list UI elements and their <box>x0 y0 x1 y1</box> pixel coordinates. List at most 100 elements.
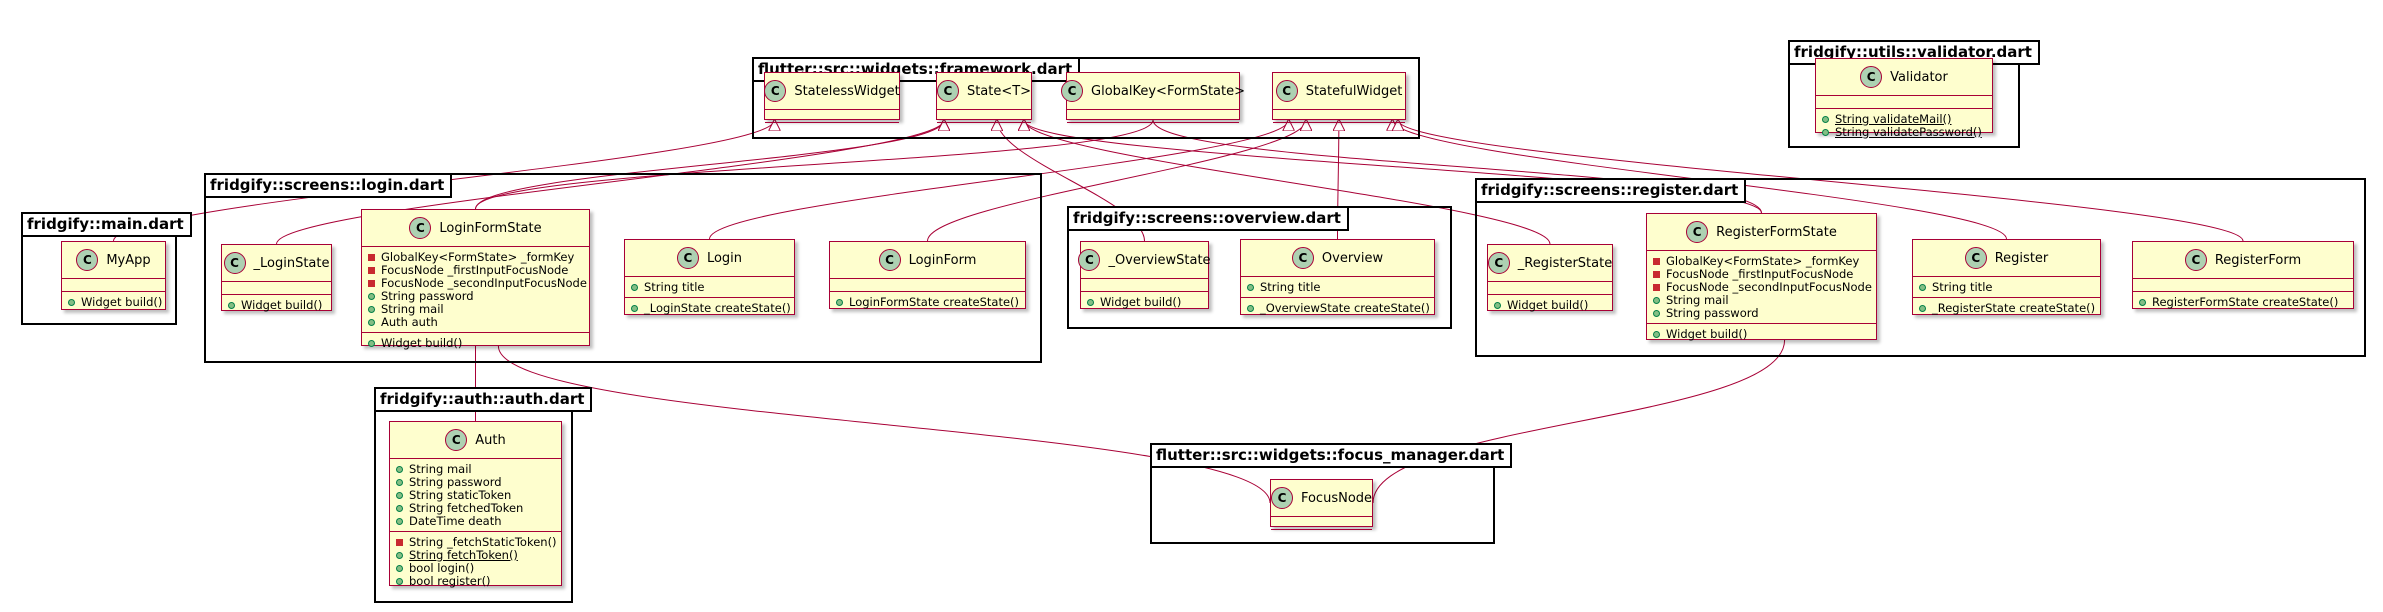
method: bool login() <box>396 562 555 575</box>
methods-section <box>1067 122 1239 135</box>
method-text: RegisterFormState createState() <box>2152 295 2339 309</box>
methods-section: Widget build() <box>62 291 165 312</box>
attribute: String password <box>396 476 555 489</box>
attribute-text: String mail <box>1666 293 1729 307</box>
class-badge-icon: C <box>1964 247 1987 269</box>
public-visibility-icon <box>396 479 403 486</box>
inheritance-edge <box>709 120 1289 240</box>
private-visibility-icon <box>1653 271 1660 278</box>
class-name: LoginForm <box>908 252 977 268</box>
attribute: String password <box>368 290 583 303</box>
method-text: _OverviewState createState() <box>1260 301 1430 315</box>
public-visibility-icon <box>368 340 375 347</box>
attribute-text: GlobalKey<FormState> _formKey <box>381 250 575 264</box>
attribute: String mail <box>368 303 583 316</box>
methods-section: RegisterFormState createState() <box>2133 291 2353 312</box>
attribute-text: String mail <box>409 462 472 476</box>
attribute-text: FocusNode _secondInputFocusNode <box>1666 280 1872 294</box>
attribute-text: GlobalKey<FormState> _formKey <box>1666 254 1860 268</box>
methods-section: Widget build() <box>222 294 331 315</box>
class-stateful-widget: C StatefulWidget <box>1272 72 1406 123</box>
attribute: String mail <box>1653 294 1870 307</box>
method-text: Widget build() <box>381 336 463 350</box>
public-visibility-icon <box>1494 302 1501 309</box>
public-visibility-icon <box>396 578 403 585</box>
class-badge-icon: C <box>223 252 246 274</box>
class-name: Register <box>1994 250 2049 266</box>
package-title: fridgify::screens::register.dart <box>1475 178 1747 203</box>
public-visibility-icon <box>631 284 638 291</box>
attributes-section <box>1816 95 1992 108</box>
class-badge-icon: C <box>1860 66 1883 88</box>
class-header: C_LoginState <box>222 245 331 281</box>
method-text: String _fetchStaticToken() <box>409 535 557 549</box>
method: String validatePassword() <box>1822 126 1986 139</box>
method-text: Widget build() <box>241 298 323 312</box>
private-visibility-icon <box>368 280 375 287</box>
attributes-section <box>222 281 331 294</box>
class-header: C LoginForm <box>830 242 1025 278</box>
attribute: String fetchedToken <box>396 502 555 515</box>
public-visibility-icon <box>1919 284 1926 291</box>
attribute-text: String title <box>1260 280 1321 294</box>
methods-section: _OverviewState createState() <box>1241 297 1434 318</box>
methods-section: Widget build() <box>1647 323 1876 344</box>
attribute: String staticToken <box>396 489 555 502</box>
package-title: flutter::src::widgets::focus_manager.dar… <box>1150 443 1513 468</box>
public-visibility-icon <box>396 552 403 559</box>
package-title: fridgify::screens::overview.dart <box>1067 206 1349 231</box>
class-name: StatefulWidget <box>1305 83 1403 99</box>
method: _LoginState createState() <box>631 302 791 315</box>
method: _OverviewState createState() <box>1247 301 1430 315</box>
class-name: RegisterFormState <box>1716 224 1837 240</box>
public-visibility-icon <box>1653 331 1660 338</box>
class-header: C_OverviewState <box>1078 242 1211 278</box>
public-visibility-icon <box>396 466 403 473</box>
aggregation-edge <box>470 119 1154 220</box>
private-visibility-icon <box>1653 258 1660 265</box>
attribute-text: String password <box>381 289 474 303</box>
method: bool register() <box>396 575 555 588</box>
method-text: _RegisterState createState() <box>1932 301 2096 315</box>
class-badge-icon: C <box>1275 80 1298 102</box>
method-text: Widget build() <box>1507 298 1589 312</box>
class-name: FocusNode <box>1300 490 1373 506</box>
attributes-section <box>1067 109 1239 122</box>
public-visibility-icon <box>1087 299 1094 306</box>
attributes-section <box>62 278 165 291</box>
public-visibility-icon <box>68 299 75 306</box>
package-overview: fridgify::screens::overview.dart <box>1067 206 1452 329</box>
class-badge-icon: C <box>878 249 901 271</box>
class-name: Overview <box>1321 250 1384 266</box>
attribute-text: String password <box>1666 306 1759 320</box>
methods-section <box>1271 529 1372 542</box>
attributes-section <box>1081 278 1208 291</box>
methods-section: Widget build() <box>362 332 589 353</box>
methods-section <box>937 122 1031 135</box>
method: Widget build() <box>68 296 162 309</box>
attribute: String password <box>1653 307 1870 320</box>
attribute-text: String mail <box>381 302 444 316</box>
public-visibility-icon <box>1822 116 1829 123</box>
public-visibility-icon <box>368 293 375 300</box>
attribute: FocusNode _firstInputFocusNode <box>1653 268 1870 281</box>
class-name: GlobalKey<FormState> <box>1091 83 1245 99</box>
methods-section: Widget build() <box>1081 291 1208 312</box>
attributes-section <box>765 109 899 122</box>
method: Widget build() <box>228 299 325 312</box>
class-name: _RegisterState <box>1517 255 1613 271</box>
public-visibility-icon <box>1919 305 1926 312</box>
